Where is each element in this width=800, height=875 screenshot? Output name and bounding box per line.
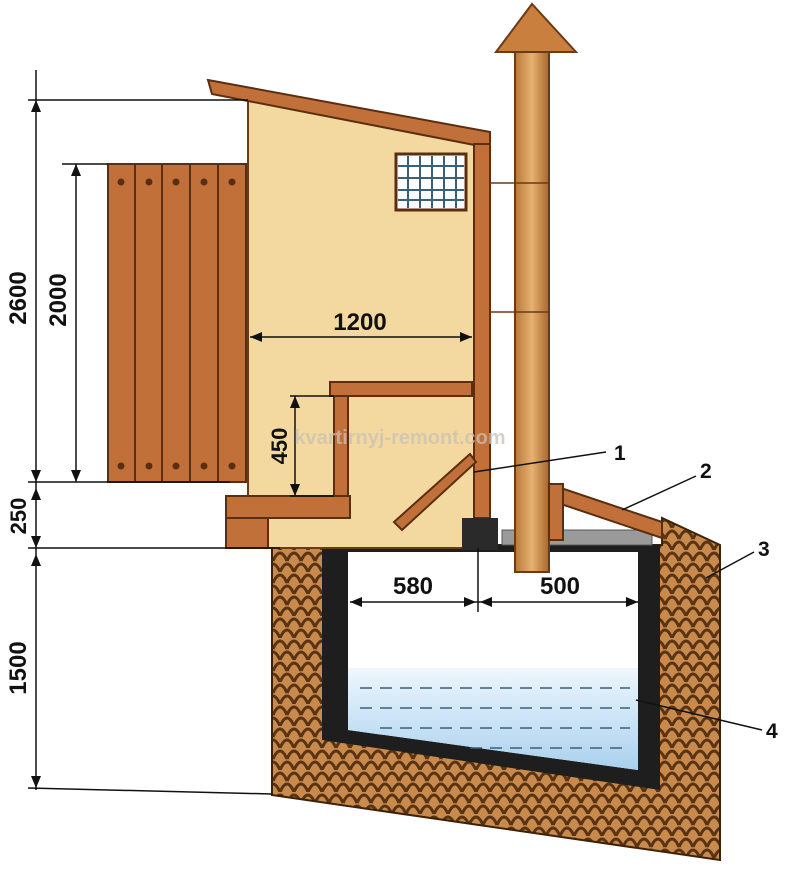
callout-3: 3 [758,538,770,561]
vent-window [394,152,468,212]
dim-450: 450 [267,428,292,465]
floor-beam [225,495,351,519]
pit-liquid [348,668,638,770]
callout-leaders [473,451,763,731]
dimension-lines [27,70,638,795]
vent-cap [494,2,579,53]
dim-1200: 1200 [333,309,386,336]
base-block [225,517,269,549]
dim-580: 580 [393,573,433,600]
liquid-lines [360,687,630,749]
vent-pipe [490,2,579,573]
dim-2600: 2600 [5,271,32,324]
seat-box [329,381,473,519]
tilted-board [392,452,478,532]
cabin [206,78,498,550]
callout-1: 1 [614,442,626,465]
dim-2000: 2000 [45,273,72,326]
callout-4: 4 [766,720,778,743]
watermark: kvartirnyj-remont.com [294,427,505,449]
dim-250: 250 [6,498,31,535]
door [107,163,247,483]
cover-post [548,483,564,541]
dim-500: 500 [540,573,580,600]
post-foot [462,518,498,550]
dim-1500: 1500 [5,641,32,694]
dimension-arrows [31,100,638,788]
pit [271,516,721,862]
callout-2: 2 [700,460,712,483]
